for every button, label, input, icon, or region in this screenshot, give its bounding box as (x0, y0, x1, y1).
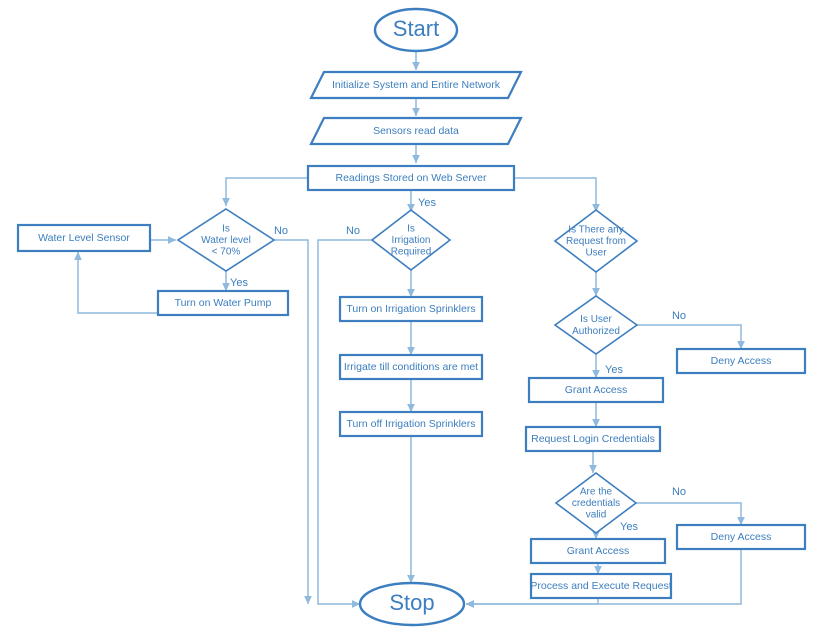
edge-label-irrigation_no: No (346, 225, 360, 237)
node-process_request: Process and Execute Request (529, 572, 673, 600)
connector-deny2-stop (465, 549, 742, 608)
node-label-deny2: Deny Access (711, 531, 772, 543)
node-label-grant2: Grant Access (567, 545, 629, 557)
connector-irrigation-no-stop (317, 239, 372, 608)
node-sensors: Sensors read data (309, 116, 523, 146)
node-shape-deny1 (675, 347, 807, 375)
connector-readings-water (222, 177, 308, 207)
node-start: Start (373, 7, 459, 53)
node-label-start: Start (393, 16, 439, 41)
node-label-stop: Stop (389, 590, 434, 615)
node-shape-readings (306, 164, 516, 192)
node-shape-dec_credentials (554, 472, 638, 534)
node-shape-grant1 (527, 376, 665, 404)
node-deny1: Deny Access (675, 347, 807, 375)
node-readings: Readings Stored on Web Server (306, 164, 516, 192)
node-deny2: Deny Access (675, 523, 807, 551)
node-shape-deny2 (675, 523, 807, 551)
node-shape-dec_water (176, 208, 276, 272)
connector-water-no-stop (274, 239, 312, 605)
connector-credentials-deny (636, 502, 745, 526)
node-label-irrigate: Irrigate till conditions are met (344, 361, 478, 373)
node-shape-dec_authorized (553, 295, 639, 355)
node-shape-dec_request (553, 208, 639, 274)
node-grant2: Grant Access (529, 537, 667, 565)
node-shape-sprinklers_on (338, 295, 484, 323)
node-shape-request_login (524, 425, 662, 453)
node-shape-water_level_sensor (16, 223, 152, 253)
node-label-sprinklers_on: Turn on Irrigation Sprinklers (346, 303, 475, 315)
node-sprinklers_on: Turn on Irrigation Sprinklers (338, 295, 484, 323)
node-label-process_request: Process and Execute Request (530, 580, 671, 592)
node-label-deny1: Deny Access (711, 355, 772, 367)
node-shape-process_request (529, 572, 673, 600)
edge-label-authorized_no: No (672, 310, 686, 322)
node-shape-stop (358, 581, 466, 627)
node-pump: Turn on Water Pump (156, 289, 290, 317)
node-stop: Stop (358, 581, 466, 627)
node-shape-grant2 (529, 537, 667, 565)
edge-label-water_yes: Yes (230, 277, 248, 289)
edge-label-water_no: No (274, 225, 288, 237)
node-label-pump: Turn on Water Pump (175, 297, 272, 309)
node-shape-start (373, 7, 459, 53)
node-label-sprinklers_off: Turn off Irrigation Sprinklers (347, 418, 476, 430)
connector-authorized-deny (637, 324, 745, 350)
node-shape-dec_irrigation (370, 208, 452, 272)
edge-label-credentials_yes: Yes (620, 521, 638, 533)
node-shape-pump (156, 289, 290, 317)
node-request_login: Request Login Credentials (524, 425, 662, 453)
node-label-request_login: Request Login Credentials (531, 433, 655, 445)
edge-label-irrigation_yes: Yes (418, 197, 436, 209)
node-shape-sprinklers_off (338, 410, 484, 438)
node-irrigate: Irrigate till conditions are met (338, 353, 484, 381)
node-label-readings: Readings Stored on Web Server (336, 172, 487, 184)
node-label-grant1: Grant Access (565, 384, 627, 396)
connector-pump-sensor (74, 251, 158, 314)
node-grant1: Grant Access (527, 376, 665, 404)
node-init: Initialize System and Entire Network (309, 70, 523, 100)
node-label-sensors: Sensors read data (373, 125, 459, 137)
node-label-water_level_sensor: Water Level Sensor (38, 232, 130, 244)
edge-label-credentials_no: No (672, 486, 686, 498)
node-shape-sensors (309, 116, 523, 146)
node-shape-init (309, 70, 523, 100)
connector-readings-request (514, 177, 600, 213)
node-water_level_sensor: Water Level Sensor (16, 223, 152, 253)
node-shape-irrigate (338, 353, 484, 381)
node-sprinklers_off: Turn off Irrigation Sprinklers (338, 410, 484, 438)
node-label-init: Initialize System and Entire Network (332, 79, 501, 91)
connector-layer (74, 51, 745, 608)
edge-label-authorized_yes: Yes (605, 364, 623, 376)
